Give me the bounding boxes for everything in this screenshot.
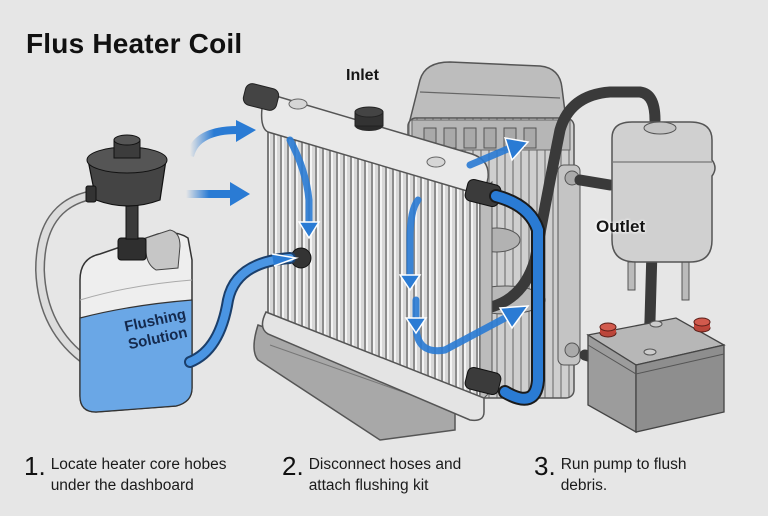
outlet-label: Outlet <box>596 217 646 236</box>
step-text-line1: Locate heater core hobes <box>50 456 227 473</box>
blue-hose-loop <box>491 191 543 404</box>
heater-coil-illustration <box>34 61 726 441</box>
step-1: 1. Locate heater core hobes under the da… <box>24 452 226 496</box>
battery <box>586 317 726 434</box>
coolant-reservoir <box>611 121 716 301</box>
flow-arrowhead-right-1 <box>498 305 530 330</box>
step-text-line2: debris. <box>560 477 608 494</box>
step-2: 2. Disconnect hoses and attach flushing … <box>282 452 461 496</box>
instruction-steps: 1. Locate heater core hobes under the da… <box>0 452 768 512</box>
flushing-jug <box>79 134 193 413</box>
flow-arrowhead-down-1 <box>297 221 321 240</box>
flow-arrows <box>286 136 514 355</box>
flow-arrowhead-down-2 <box>398 274 422 292</box>
step-number: 3. <box>534 451 556 481</box>
incoming-flow-arrows <box>186 120 256 206</box>
step-number: 2. <box>282 451 304 481</box>
step-text-line1: Disconnect hoses and <box>308 456 462 473</box>
supply-hose <box>186 254 294 366</box>
radiator-core <box>242 83 502 422</box>
step-3: 3. Run pump to flush debris. <box>534 452 686 496</box>
step-text-line1: Run pump to flush <box>560 456 687 473</box>
flow-arrowhead-right-2 <box>503 137 530 162</box>
page-title: Flus Heater Coil <box>26 28 243 59</box>
inlet-label: Inlet <box>346 67 379 84</box>
step-text-line2: under the dashboard <box>50 477 194 494</box>
step-number: 1. <box>24 451 46 481</box>
flow-arrowhead-down-3 <box>404 317 428 335</box>
return-hose <box>36 191 96 366</box>
step-text-line2: attach flushing kit <box>308 477 429 494</box>
supply-arrowhead <box>271 253 299 267</box>
